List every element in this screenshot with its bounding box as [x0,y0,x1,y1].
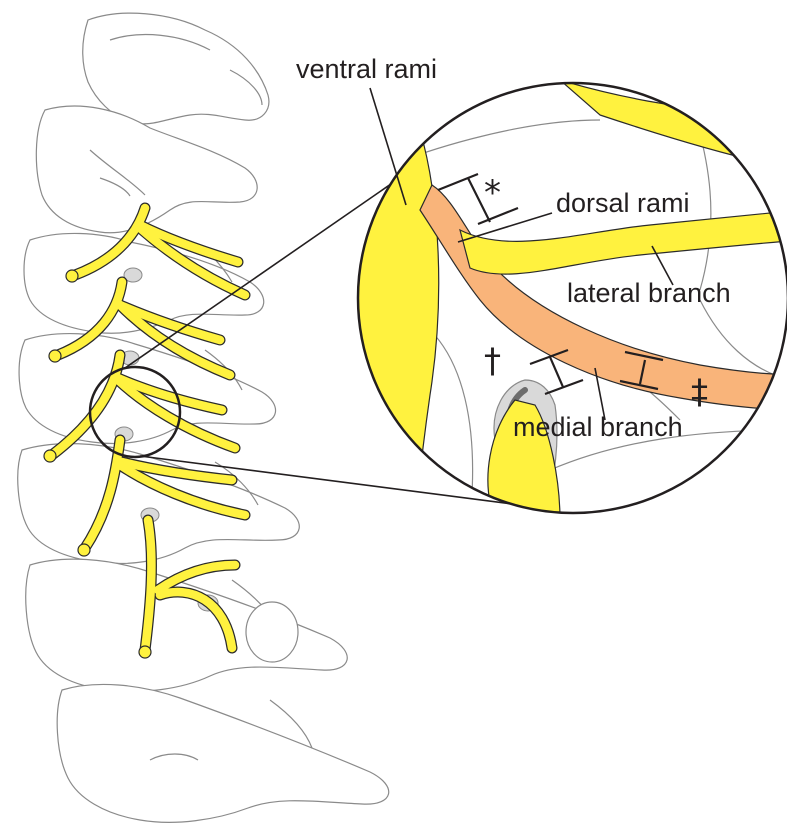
label-dorsal-rami: dorsal rami [556,188,690,218]
ventral-ramus-shape [355,130,439,520]
cervical-spine [18,13,389,822]
marker-asterisk: * [484,173,501,213]
label-ventral-rami: ventral rami [296,54,437,84]
facet-joint [246,602,298,662]
atlas-vertebra [83,13,269,124]
label-lateral-branch: lateral branch [567,278,731,308]
marker-double-dagger: ‡ [691,372,708,412]
c7-vertebra [57,684,389,822]
marker-dagger: † [484,341,501,381]
label-medial-branch: medial branch [513,412,683,442]
